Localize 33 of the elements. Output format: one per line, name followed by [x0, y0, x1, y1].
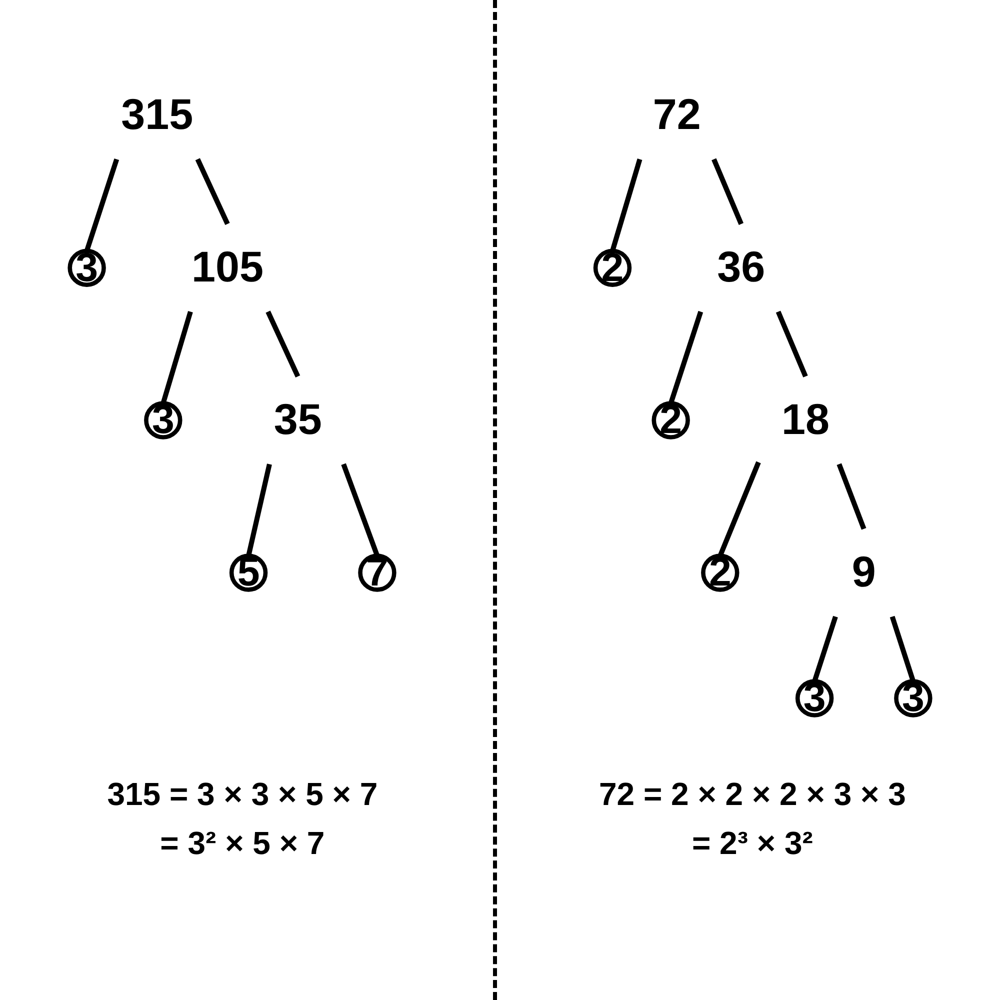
connector	[84, 158, 120, 252]
node-text: 105	[192, 244, 264, 292]
connector	[712, 158, 744, 225]
equation-text: 72 = 2 × 2 × 2 × 3 × 3	[598, 776, 906, 813]
connector	[890, 616, 916, 682]
node-circle: 2	[701, 554, 740, 592]
node-circle: 3	[795, 679, 834, 718]
connector	[266, 310, 300, 378]
equation-text: = 2³ × 3²	[692, 825, 813, 862]
connector	[836, 463, 866, 530]
connector	[341, 463, 380, 557]
connector	[610, 158, 642, 252]
node-circle: 2	[593, 248, 632, 287]
node-circle: 3	[144, 401, 182, 440]
node-text: 315	[121, 92, 194, 140]
equation-text: = 3² × 5 × 7	[160, 825, 325, 862]
node-circle: 5	[229, 554, 268, 592]
node-circle: 3	[894, 679, 932, 718]
node-circle: 3	[68, 248, 106, 287]
connector	[668, 310, 704, 404]
node-text: 9	[852, 549, 876, 596]
node-text: 35	[274, 396, 322, 444]
connector	[246, 464, 272, 556]
connector	[160, 310, 193, 404]
connector	[776, 310, 808, 378]
node-text: 36	[717, 244, 766, 292]
node-text: 18	[782, 396, 830, 444]
connector	[195, 158, 230, 226]
equation-text: 315 = 3 × 3 × 5 × 7	[107, 776, 378, 813]
node-circle: 2	[652, 401, 690, 440]
connector	[718, 461, 761, 557]
node-text: 72	[652, 92, 701, 140]
connector	[812, 616, 838, 682]
